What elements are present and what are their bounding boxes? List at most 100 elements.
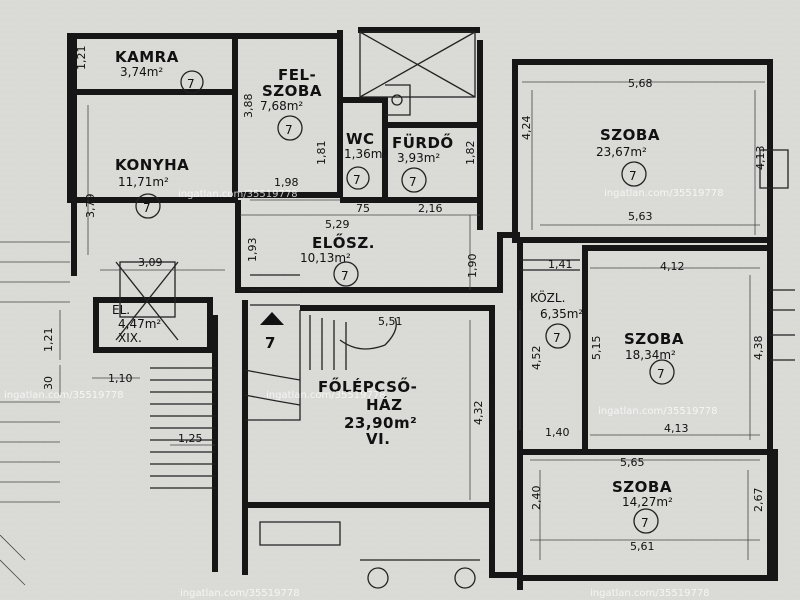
dimension: 1,90 [466,254,479,279]
dimension: 5,51 [378,315,403,328]
room-szoba-3: SZOBA 14,27m² 7 [612,478,673,534]
stair-details [115,31,795,589]
room-name: SZOBA [262,82,322,100]
dimension: 3,09 [138,256,163,269]
watermarks: ingatlan.com/35519778 ingatlan.com/35519… [4,188,724,599]
room-szoba-1: SZOBA 23,67m² 7 [596,126,660,187]
dimension: 1,93 [246,238,259,263]
room-number: XIX. [118,331,142,345]
room-name: SZOBA [612,478,672,496]
dimension: 4,52 [530,346,543,371]
room-felszoba: FEL- SZOBA 7,68m² 7 [260,66,322,141]
room-number: VI. [366,430,390,448]
dimension: 1,25 [178,432,203,445]
room-name: EL. [112,303,130,317]
room-kamra: KAMRA 3,74m² 7 [115,48,204,94]
room-number: 7 [641,516,649,530]
dimension: 1,41 [548,258,573,271]
room-name: FEL- [278,66,316,84]
dimension-labels: 1,21 3,79 3,88 1,98 1,81 1,82 2,16 75 5,… [42,46,767,554]
watermark: ingatlan.com/35519778 [180,588,300,599]
dimension: 1,98 [274,176,299,189]
watermark: ingatlan.com/35519778 [4,390,124,401]
dimension: 5,65 [620,456,645,469]
room-area: 6,35m² [540,307,583,321]
room-number: 7 [143,201,151,215]
landing: 7 [260,312,284,352]
room-name: KAMRA [115,48,179,66]
room-number: 7 [657,367,665,381]
room-wc: WC 1,36m² 7 [344,130,387,190]
room-number: 7 [353,173,361,187]
dimension: 1,21 [75,46,88,71]
room-name: FŐLÉPCSŐ- [318,376,417,396]
room-name: FÜRDŐ [392,132,454,152]
room-szoba-2: SZOBA 18,34m² 7 [624,330,684,385]
room-area: 7,68m² [260,99,303,113]
dimension: 1,81 [315,141,328,166]
room-number: 7 [285,123,293,137]
watermark: ingatlan.com/35519778 [178,189,298,200]
dimension: 2,40 [530,486,543,511]
room-name: SZOBA [624,330,684,348]
room-name: HÁZ [366,395,403,414]
room-furdo: FÜRDŐ 3,93m² 7 [392,132,454,193]
room-name: ELŐSZ. [312,232,375,252]
room-area: 23,90m² [344,414,417,432]
room-number: 7 [553,331,561,345]
watermark: ingatlan.com/35519778 [604,188,724,199]
room-area: 4,47m² [118,317,161,331]
dimension: 4,32 [472,401,485,426]
dimension: 4,12 [660,260,685,273]
watermark: ingatlan.com/35519778 [266,390,386,401]
walls [67,27,778,590]
room-lepcsohaz: FŐLÉPCSŐ- HÁZ 23,90m² VI. [318,376,417,448]
room-name: SZOBA [600,126,660,144]
dimension: 4,13 [664,422,689,435]
watermark: ingatlan.com/35519778 [590,588,710,599]
dimension: 1,82 [464,141,477,166]
dimension-lines [59,81,765,560]
dimension: 3,79 [84,194,97,219]
room-number: 7 [265,334,276,352]
room-number: 7 [341,269,349,283]
watermark: ingatlan.com/35519778 [598,406,718,417]
dimension: 1,21 [42,328,55,353]
room-el: EL. 4,47m² XIX. [112,303,161,345]
dimension: 4,13 [754,146,767,171]
dimension: 75 [356,202,370,215]
dimension: 1,40 [545,426,570,439]
room-number: 7 [187,77,195,91]
dimension: 2,67 [752,488,765,513]
room-name: KÖZL. [530,289,565,305]
dimension: 30 [42,376,55,390]
dimension: 2,16 [418,202,443,215]
dimension: 5,61 [630,540,655,553]
entrance-arrow-icon [260,312,284,325]
margin-gridlines [0,241,70,586]
room-area: 18,34m² [625,348,676,362]
dimension: 5,63 [628,210,653,223]
room-area: 11,71m² [118,175,169,189]
dimension: 1,10 [108,372,133,385]
dimension: 5,15 [590,336,603,361]
room-kozlekedo: KÖZL. 6,35m² 7 [530,289,583,349]
dimension: 4,38 [752,336,765,361]
room-area: 1,36m² [344,147,387,161]
dimension: 3,88 [242,94,255,119]
room-area: 14,27m² [622,495,673,509]
dimension: 4,24 [520,116,533,141]
dimension: 5,68 [628,77,653,90]
room-number: 7 [629,169,637,183]
room-konyha: KONYHA 11,71m² 7 [115,156,189,219]
room-eloszoba: ELŐSZ. 10,13m² 7 [300,232,375,287]
room-name: WC [346,130,375,148]
room-area: 10,13m² [300,251,351,265]
room-area: 23,67m² [596,145,647,159]
dimension: 5,29 [325,218,350,231]
room-number: 7 [409,175,417,189]
room-area: 3,74m² [120,65,163,79]
room-name: KONYHA [115,156,189,174]
room-area: 3,93m² [397,151,440,165]
